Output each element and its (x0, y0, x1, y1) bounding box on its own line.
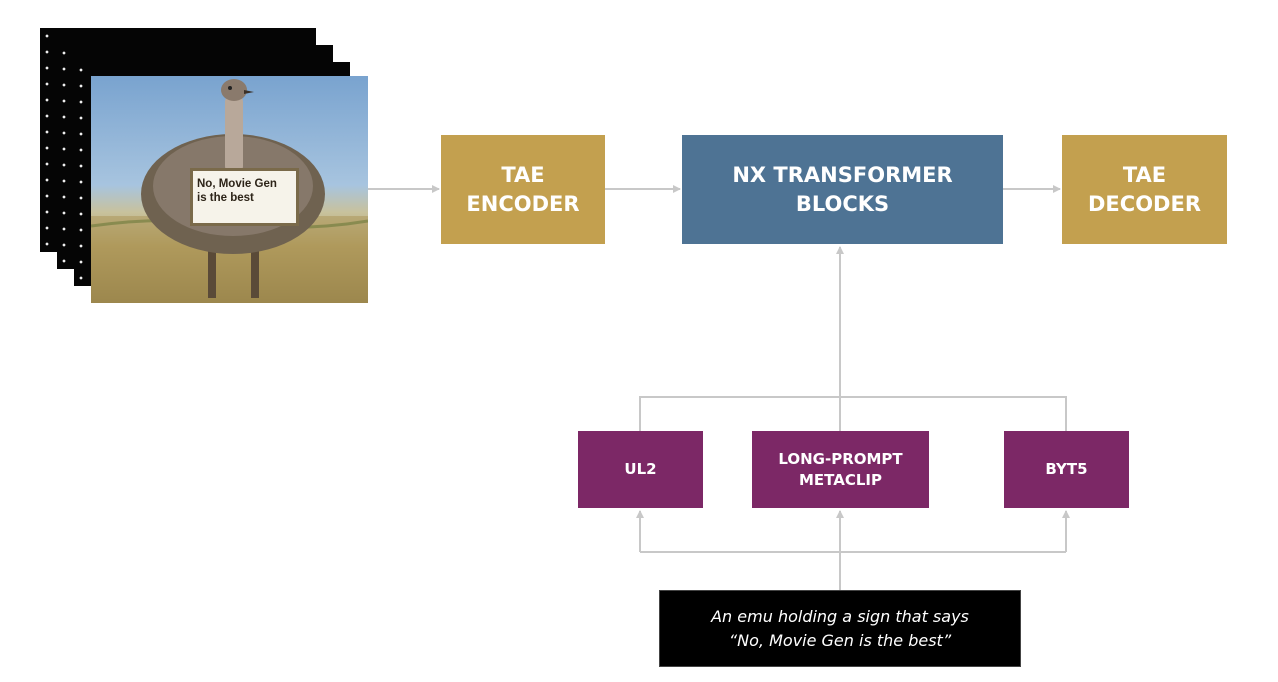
tae-encoder-label: TAE ENCODER (466, 162, 580, 216)
ul2-encoder-label: UL2 (624, 460, 657, 478)
input-video-frame-image: No, Movie Gen is the best (91, 76, 368, 303)
text-prompt-box: An emu holding a sign that says “No, Mov… (659, 590, 1021, 667)
text-encoders-top-bus (639, 396, 1067, 431)
transformer-block: NX TRANSFORMER BLOCKS (682, 135, 1003, 244)
text-prompt-label: An emu holding a sign that says “No, Mov… (711, 606, 969, 650)
metaclip-encoder-block: LONG-PROMPT METACLIP (752, 431, 929, 508)
byt5-encoder-label: BYT5 (1045, 460, 1088, 478)
emu-sign: No, Movie Gen is the best (190, 168, 299, 226)
byt5-encoder-block: BYT5 (1004, 431, 1129, 508)
metaclip-encoder-label: LONG-PROMPT METACLIP (778, 449, 903, 489)
tae-decoder-block: TAE DECODER (1062, 135, 1227, 244)
ul2-encoder-block: UL2 (578, 431, 703, 508)
transformer-label: NX TRANSFORMER BLOCKS (732, 162, 953, 216)
tae-encoder-block: TAE ENCODER (441, 135, 605, 244)
tae-decoder-label: TAE DECODER (1088, 162, 1201, 216)
